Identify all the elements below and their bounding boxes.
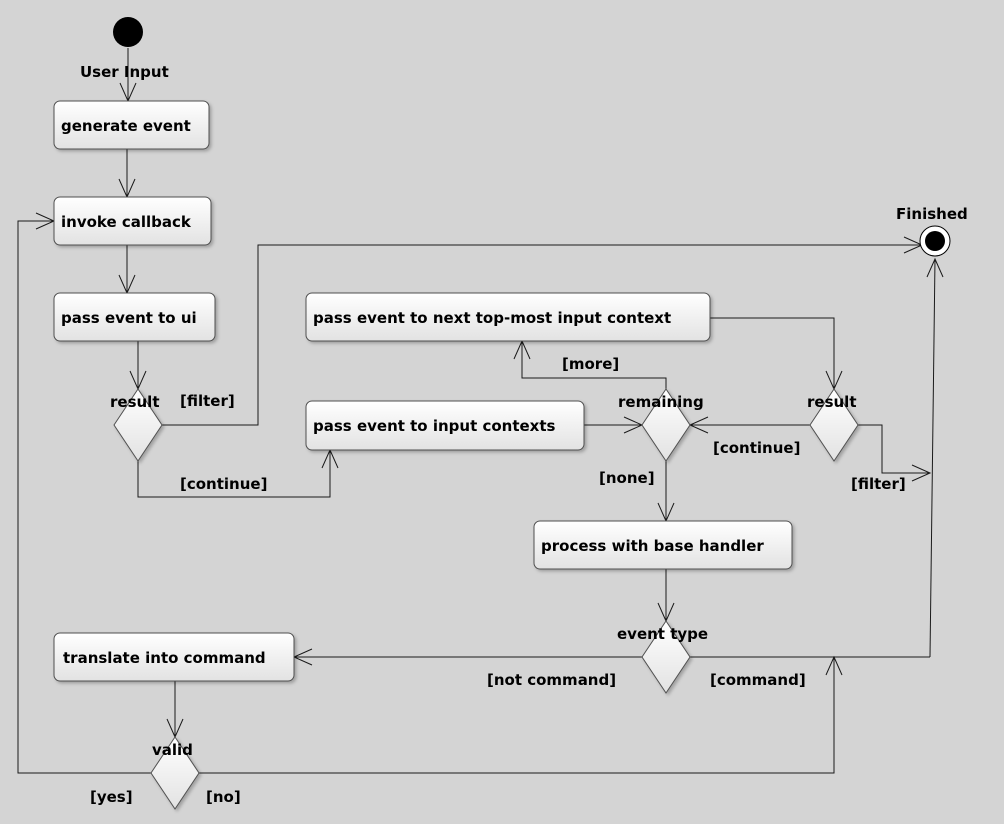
guard-no: [no] bbox=[206, 788, 241, 806]
arrowhead bbox=[926, 257, 944, 278]
edge-valid-no-to-command bbox=[199, 657, 835, 774]
decision-label: remaining bbox=[618, 393, 704, 411]
action-label: process with base handler bbox=[541, 537, 764, 555]
action-label: invoke callback bbox=[61, 213, 192, 231]
start-label: User Input bbox=[80, 63, 169, 81]
final-label: Finished bbox=[896, 205, 968, 223]
arrowhead bbox=[825, 655, 843, 676]
action-label: generate event bbox=[61, 117, 191, 135]
decision-result-ui: result bbox=[110, 388, 163, 462]
action-pass-event-to-input-contexts: pass event to input contexts bbox=[305, 400, 585, 451]
guard-command: [command] bbox=[710, 671, 806, 689]
guard-none: [none] bbox=[599, 469, 655, 487]
initial-node bbox=[113, 17, 143, 47]
final-node bbox=[919, 225, 951, 257]
arrowhead bbox=[911, 464, 932, 482]
decision-label: valid bbox=[152, 741, 193, 759]
action-generate-event: generate event bbox=[53, 100, 210, 150]
edge-result-continue-to-contexts bbox=[137, 450, 331, 498]
guard-yes: [yes] bbox=[90, 788, 133, 806]
action-process-with-base-handler: process with base handler bbox=[533, 520, 793, 570]
guard-not-command: [not command] bbox=[487, 671, 616, 689]
guard-filter-context: [filter] bbox=[851, 475, 906, 493]
edges bbox=[17, 48, 944, 774]
decision-remaining: remaining bbox=[618, 388, 704, 462]
edge-valid-yes-to-invoke bbox=[17, 220, 151, 774]
action-label: translate into command bbox=[63, 649, 266, 667]
action-invoke-callback: invoke callback bbox=[53, 196, 212, 246]
guard-filter-ui: [filter] bbox=[180, 392, 235, 410]
decision-result-context: result bbox=[807, 388, 859, 462]
action-pass-event-to-next-context: pass event to next top-most input contex… bbox=[305, 292, 711, 342]
decision-label: result bbox=[110, 393, 160, 411]
guard-continue-ui: [continue] bbox=[180, 475, 267, 493]
action-label: pass event to input contexts bbox=[313, 417, 556, 435]
decision-label: result bbox=[807, 393, 857, 411]
action-translate-into-command: translate into command bbox=[53, 632, 295, 682]
edge-remaining-more-to-next bbox=[521, 341, 667, 389]
action-pass-event-to-ui: pass event to ui bbox=[53, 292, 216, 342]
guard-continue-context: [continue] bbox=[713, 439, 800, 457]
guard-more: [more] bbox=[562, 355, 619, 373]
edge-vertical-to-finished bbox=[929, 258, 936, 658]
edge-result-filter-to-line bbox=[858, 424, 930, 474]
decision-valid: valid bbox=[150, 736, 200, 810]
action-label: pass event to ui bbox=[61, 309, 197, 327]
decision-event-type: event type bbox=[617, 620, 708, 694]
edge-result-filter-to-finished bbox=[162, 244, 922, 426]
action-label: pass event to next top-most input contex… bbox=[313, 309, 671, 327]
edge-next-to-result-context bbox=[710, 317, 835, 389]
decision-label: event type bbox=[617, 625, 708, 643]
